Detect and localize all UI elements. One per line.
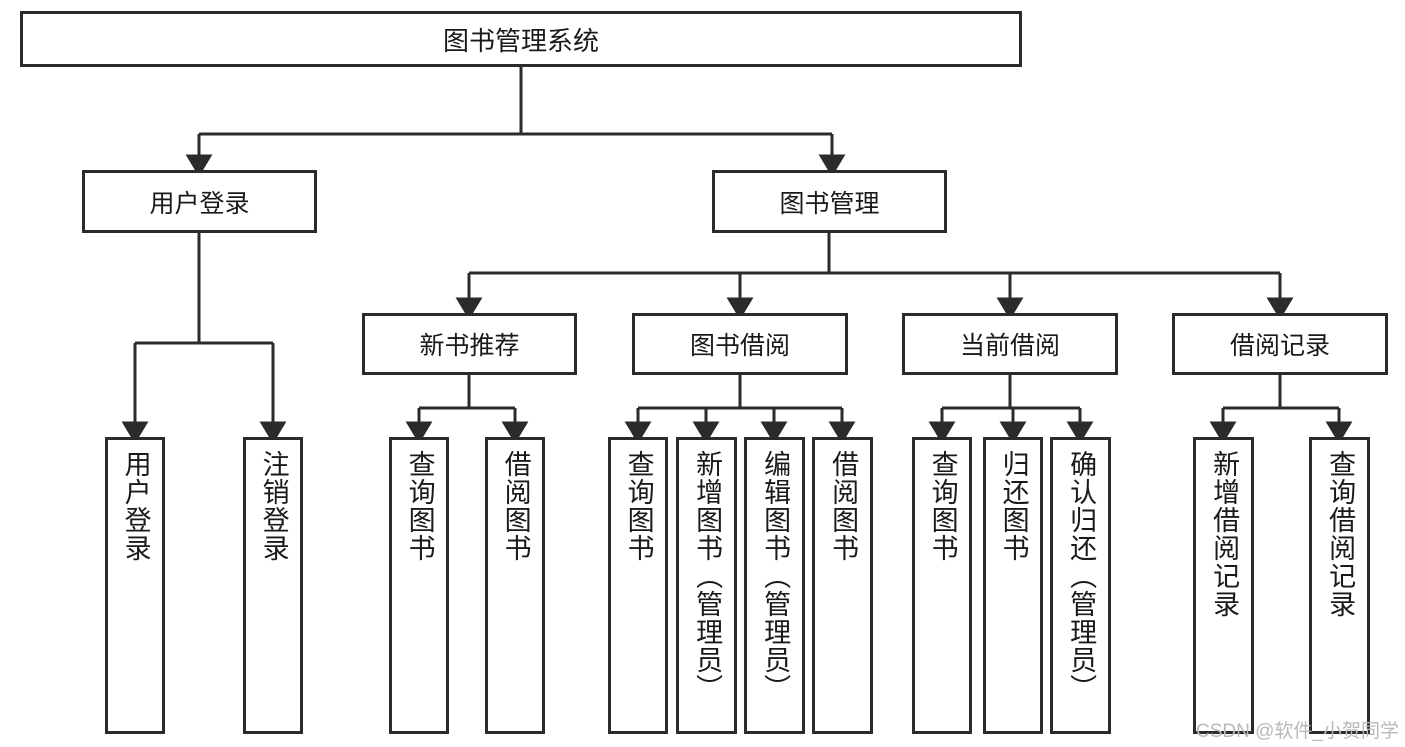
leaf-label: 查询图书 — [404, 450, 435, 562]
leaf-label: 借阅图书 — [500, 450, 531, 562]
leaf-label: 归还图书 — [998, 450, 1029, 562]
leaf-node[interactable]: 用户登录 — [105, 437, 165, 734]
node-current-borrow[interactable]: 当前借阅 — [902, 313, 1118, 375]
leaf-label: 确认归还（管理员） — [1066, 450, 1097, 702]
node-book-management[interactable]: 图书管理 — [712, 170, 947, 233]
node-user-login[interactable]: 用户登录 — [82, 170, 317, 233]
leaf-node[interactable]: 编辑图书（管理员） — [744, 437, 805, 734]
node-new-book-recommend[interactable]: 新书推荐 — [362, 313, 577, 375]
leaf-node[interactable]: 借阅图书 — [485, 437, 545, 734]
leaf-label: 查询图书 — [623, 450, 654, 562]
leaf-label: 注销登录 — [258, 450, 289, 562]
leaf-node[interactable]: 查询图书 — [912, 437, 972, 734]
leaf-label: 新增图书（管理员） — [692, 450, 723, 702]
leaf-node[interactable]: 查询图书 — [389, 437, 449, 734]
csdn-watermark: CSDN @软件_小贺同学 — [1196, 721, 1399, 742]
leaf-label: 新增借阅记录 — [1209, 450, 1240, 618]
leaf-label: 借阅图书 — [828, 450, 859, 562]
leaf-node[interactable]: 查询图书 — [608, 437, 668, 734]
node-root[interactable]: 图书管理系统 — [20, 11, 1022, 67]
leaf-node[interactable]: 新增借阅记录 — [1193, 437, 1254, 734]
leaf-node[interactable]: 确认归还（管理员） — [1050, 437, 1111, 734]
node-borrow-record[interactable]: 借阅记录 — [1172, 313, 1388, 375]
leaf-node[interactable]: 注销登录 — [243, 437, 303, 734]
leaf-node[interactable]: 归还图书 — [983, 437, 1043, 734]
leaf-node[interactable]: 查询借阅记录 — [1309, 437, 1370, 734]
leaf-label: 编辑图书（管理员） — [760, 450, 791, 702]
node-book-borrow[interactable]: 图书借阅 — [632, 313, 848, 375]
leaf-label: 用户登录 — [120, 450, 151, 562]
leaf-label: 查询借阅记录 — [1325, 450, 1356, 618]
leaf-label: 查询图书 — [927, 450, 958, 562]
leaf-node[interactable]: 借阅图书 — [812, 437, 873, 734]
leaf-node[interactable]: 新增图书（管理员） — [676, 437, 737, 734]
